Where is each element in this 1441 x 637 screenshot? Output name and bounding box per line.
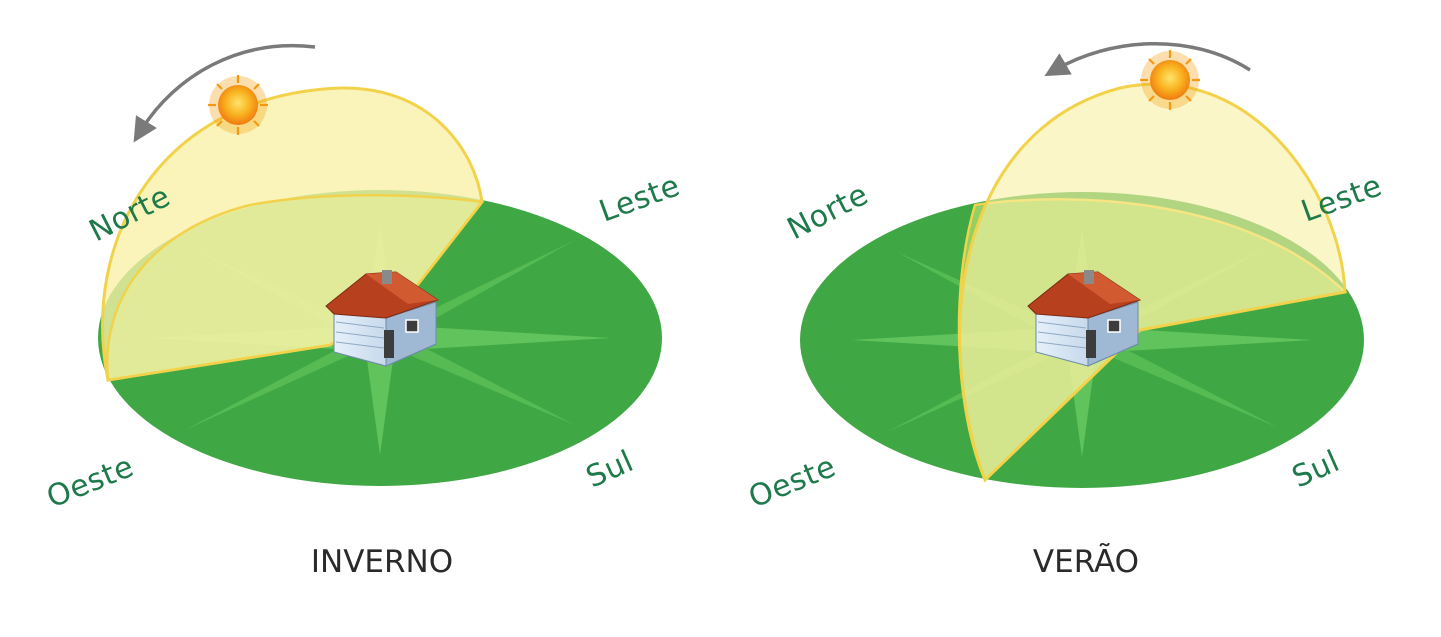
sun-icon [208, 75, 268, 135]
season-title-winter: INVERNO [311, 544, 453, 580]
diagram-summer: Norte Leste Oeste Sul VERÃO [744, 41, 1387, 580]
sun-icon [1140, 50, 1200, 110]
season-title-summer: VERÃO [1033, 544, 1139, 580]
label-south: Sul [1287, 444, 1345, 495]
label-north: Norte [782, 177, 874, 247]
diagram-winter: Norte Leste Oeste Sul INVERNO [42, 44, 685, 580]
house-icon [1027, 270, 1142, 367]
label-west: Oeste [744, 449, 841, 515]
label-east: Leste [1297, 168, 1387, 229]
arrow-icon [133, 44, 316, 143]
sun-path-ground-wedge [105, 194, 485, 382]
label-east: Leste [595, 168, 685, 229]
label-south: Sul [581, 444, 639, 495]
house-icon [325, 270, 440, 367]
sun-path-dome [958, 82, 1347, 483]
arrow-icon [1044, 41, 1251, 77]
label-west: Oeste [42, 449, 139, 515]
